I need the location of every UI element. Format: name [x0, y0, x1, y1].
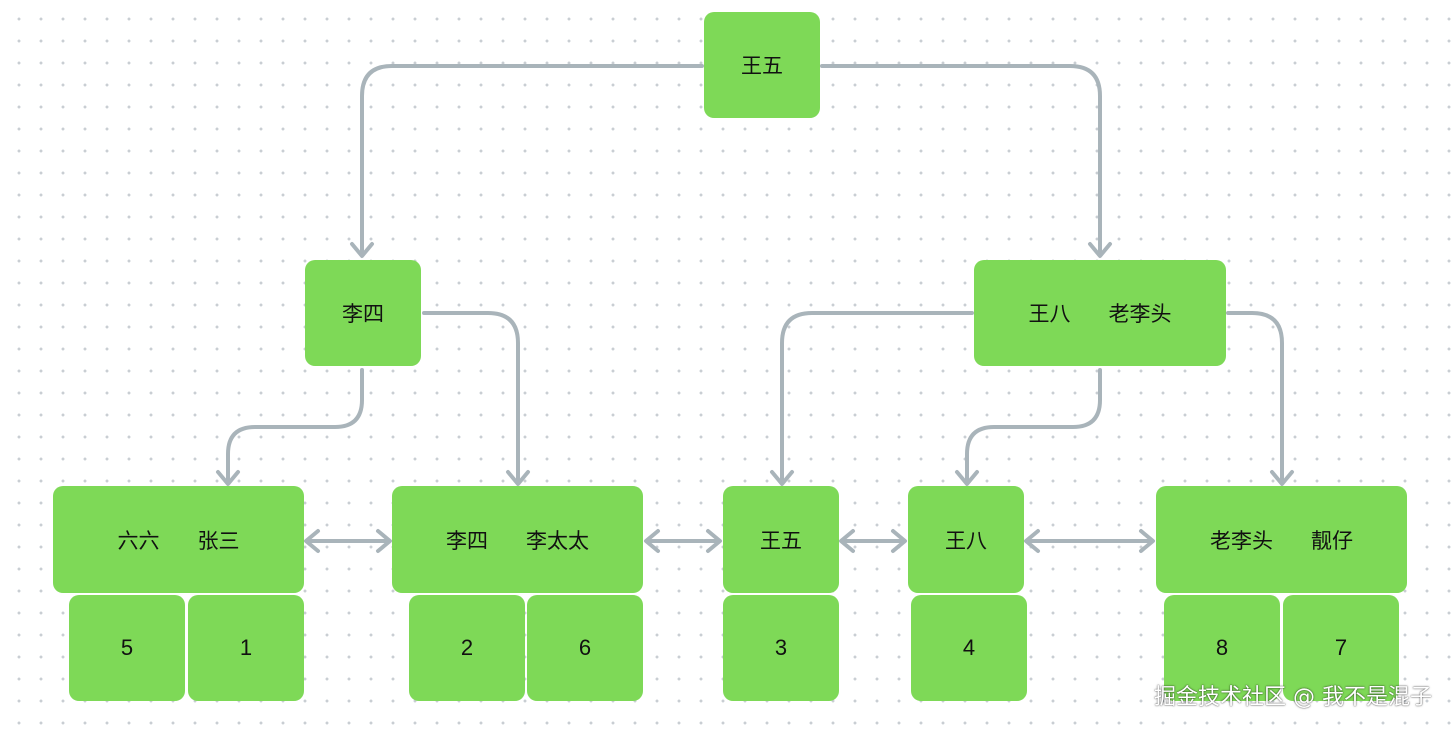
leaf-3-key-1: 王五: [760, 528, 802, 553]
edge-root-right: [820, 64, 1102, 254]
leaf-1-key-2: 张三: [197, 528, 240, 553]
leaf-5-value-1: 8: [1164, 595, 1280, 701]
leaf-3-value-1: 3: [723, 595, 839, 701]
leaf-value-label: 1: [239, 635, 253, 660]
edge-root-left: [360, 64, 704, 254]
root-node: 王五: [704, 12, 820, 118]
leaf-1-value-1: 5: [69, 595, 185, 701]
leaf-value-label: 4: [962, 635, 976, 660]
leaf-value-label: 5: [120, 635, 134, 660]
level2-left-label: 李四: [342, 302, 384, 326]
leaf-value-label: 2: [460, 635, 474, 660]
arrowhead: [1270, 470, 1294, 486]
root-label: 王五: [741, 54, 783, 78]
sibling-link-1: [304, 529, 392, 553]
leaf-4-value-1: 4: [911, 595, 1027, 701]
watermark: 掘金技术社区 @ 我不是混子: [1154, 685, 1432, 710]
leaf-1-key-1: 六六: [117, 528, 160, 553]
sibling-link-2: [644, 529, 722, 553]
leaf-2-value-1: 2: [409, 595, 525, 701]
arrowhead: [770, 470, 794, 486]
level2-right-key-1: 王八: [1028, 302, 1071, 326]
arrowhead: [1088, 242, 1112, 258]
edge-wangba-right: [1226, 311, 1284, 482]
edge-lisi-left: [226, 368, 364, 482]
edge-lisi-right: [422, 311, 520, 482]
leaf-value-label: 3: [774, 635, 788, 660]
leaf-2-key-1: 李四: [446, 528, 488, 553]
leaf-4-key-1: 王八: [945, 528, 987, 553]
leaf-5-value-2: 7: [1283, 595, 1399, 701]
sibling-link-4: [1024, 529, 1155, 553]
leaf-node-4: 王八: [908, 486, 1024, 593]
edge-wangba-mid: [965, 368, 1102, 482]
leaf-1-value-2: 1: [188, 595, 304, 701]
level2-right-key-2: 老李头: [1108, 302, 1172, 326]
arrowhead: [955, 470, 979, 486]
arrowhead: [506, 470, 530, 486]
leaf-value-label: 8: [1215, 635, 1229, 660]
leaf-node-2: 李四 李太太: [392, 486, 643, 593]
arrowhead: [216, 470, 240, 486]
level2-right-node: 王八 老李头: [974, 260, 1226, 366]
leaf-value-label: 6: [578, 635, 592, 660]
leaf-node-1: 六六 张三: [53, 486, 304, 593]
sibling-link-3: [839, 529, 907, 553]
arrowhead: [350, 242, 374, 258]
leaf-5-key-2: 靓仔: [1311, 528, 1353, 553]
leaf-2-value-2: 6: [527, 595, 643, 701]
leaf-value-label: 7: [1334, 635, 1348, 660]
edge-wangba-left: [780, 311, 974, 482]
level2-left-node: 李四: [305, 260, 421, 366]
leaf-5-key-1: 老李头: [1210, 528, 1273, 553]
leaf-node-3: 王五: [723, 486, 839, 593]
leaf-2-key-2: 李太太: [526, 528, 589, 553]
leaf-node-5: 老李头 靓仔: [1156, 486, 1407, 593]
